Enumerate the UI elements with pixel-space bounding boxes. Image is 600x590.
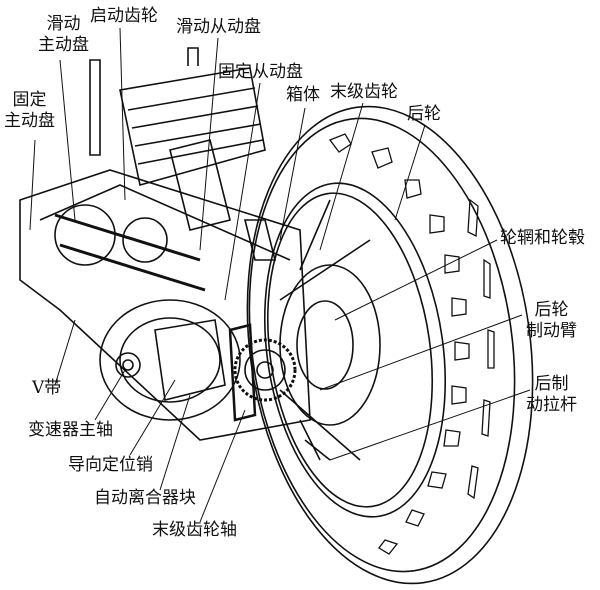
rear-tire	[246, 105, 534, 585]
leader-fixed-drive-pulley	[29, 139, 36, 231]
label-starter-gear: 启动齿轮	[90, 6, 158, 26]
label-rear-brake-rod: 后制 动拉杆	[526, 374, 577, 416]
label-rim-and-hub: 轮辋和轮毂	[500, 228, 585, 248]
label-guide-locating-pin: 导向定位销	[68, 455, 153, 475]
label-line-2: 动拉杆	[526, 395, 577, 415]
label-sliding-drive-pulley: 滑动 主动盘	[38, 14, 89, 56]
leader-final-shaft	[199, 409, 246, 523]
label-rear-wheel: 后轮	[407, 104, 441, 124]
engine-cylinder	[89, 47, 266, 231]
label-line-1: 固定	[12, 90, 47, 110]
label-final-gear-shaft: 末级齿轮轴	[152, 520, 237, 540]
label-line-1: 滑动	[46, 14, 81, 34]
leader-rear-wheel	[394, 124, 426, 221]
tire-tread	[328, 133, 495, 555]
leader-starter-gear	[119, 27, 126, 201]
leader-final-gear	[319, 102, 364, 251]
label-line-2: 主动盘	[38, 35, 89, 55]
cvt-housing	[19, 169, 311, 441]
label-line-1: 后轮	[534, 300, 569, 320]
label-final-gear: 末级齿轮	[330, 82, 398, 102]
leader-guide-pin	[129, 379, 176, 456]
label-transmission-main-shaft: 变速器主轴	[28, 420, 113, 440]
final-gear	[233, 219, 331, 461]
label-auto-clutch-block: 自动离合器块	[94, 488, 196, 508]
leader-lines	[29, 27, 531, 523]
wheel-hub	[279, 199, 381, 461]
label-fixed-drive-pulley: 固定 主动盘	[4, 90, 55, 132]
label-fixed-driven-pulley: 固定从动盘	[218, 62, 303, 82]
label-line-2: 制动臂	[526, 321, 577, 341]
leader-housing	[279, 107, 306, 241]
leader-main-shaft	[94, 369, 126, 421]
label-housing: 箱体	[286, 85, 320, 105]
label-sliding-driven-pulley: 滑动从动盘	[176, 17, 261, 37]
v-belt	[54, 213, 206, 292]
leader-sliding-drive-pulley	[59, 59, 76, 221]
leader-rim-hub	[334, 239, 498, 321]
leader-rear-brake-arm	[319, 314, 523, 391]
label-v-belt: V带	[32, 378, 62, 398]
label-line-2: 主动盘	[4, 111, 55, 131]
leader-clutch-block	[159, 394, 191, 491]
leader-sliding-driven-pulley	[199, 37, 219, 251]
leader-fixed-driven-pulley	[224, 82, 261, 301]
label-rear-brake-arm: 后轮 制动臂	[526, 300, 577, 342]
label-line-1: 后制	[534, 374, 569, 394]
leader-rear-brake-rod	[329, 389, 531, 461]
leader-v-belt	[54, 319, 76, 386]
clutch-assembly	[99, 299, 257, 422]
